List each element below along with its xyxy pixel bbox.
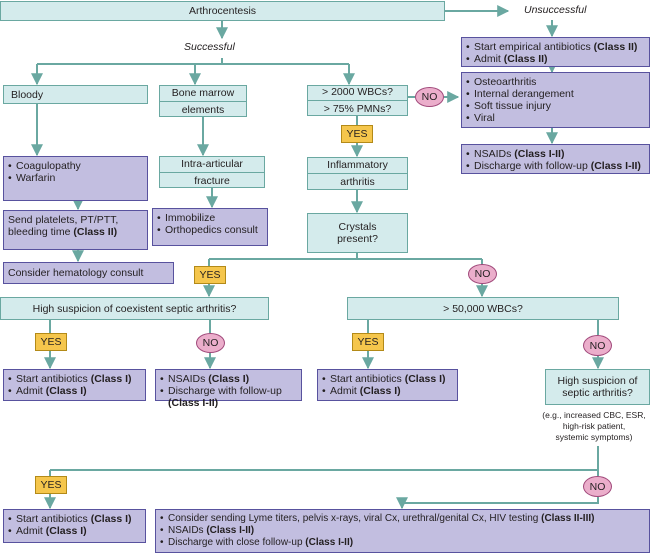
action-item: Discharge with close follow-up (Class I-… [160, 537, 645, 549]
arthrocentesis-box: Arthrocentesis [0, 1, 445, 21]
crystals-line2: present? [337, 233, 378, 245]
wbc-line1: > 2000 WBCs? [322, 86, 393, 98]
action-item: Discharge with follow-up (Class I-II) [466, 160, 645, 172]
arthrocentesis-label: Arthrocentesis [188, 5, 257, 17]
yes-badge-high-suspicion: YES [35, 476, 67, 494]
crystals-box: Crystals present? [307, 213, 408, 253]
high-suspicion-examples: (e.g., increased CBC, ESR, high-risk pat… [538, 410, 650, 443]
hematology-box: Consider hematology consult [3, 262, 174, 284]
coagulopathy-box: Coagulopathy Warfarin [3, 156, 148, 201]
bone-marrow-box: Bone marrow elements [159, 85, 247, 117]
bloody-label: Bloody [11, 88, 44, 101]
unsuccessful-label: Unsuccessful [524, 4, 587, 16]
diagnosis-item: Osteoarthritis [466, 76, 645, 88]
wbc50000-yes-actions-box: Start antibiotics (Class I) Admit (Class… [317, 369, 458, 401]
inflammatory-line1: Inflammatory [327, 159, 388, 171]
action-item: Start antibiotics (Class I) [8, 373, 141, 385]
yes-badge-wbc: YES [341, 125, 373, 143]
divider [308, 100, 407, 101]
labs-class: (Class II) [73, 226, 118, 238]
action-item: Immobilize [157, 212, 263, 224]
action-item: Orthopedics consult [157, 224, 263, 236]
inflammatory-line2: arthritis [340, 176, 375, 188]
hematology-label: Consider hematology consult [8, 267, 144, 279]
no-badge-crystals: NO [468, 264, 497, 284]
action-item: Admit (Class I) [8, 525, 141, 537]
fracture-line2: fracture [194, 174, 230, 187]
no-badge-wbc: NO [415, 87, 444, 107]
wbc-decision-box: > 2000 WBCs? > 75% PMNs? [307, 85, 408, 116]
septic-no-actions-box: NSAIDs (Class I) Discharge with follow-u… [155, 369, 302, 409]
divider [160, 100, 246, 102]
divider [160, 171, 264, 173]
no-badge-wbc50000: NO [583, 335, 612, 356]
action-item: Admit (Class I) [322, 385, 453, 397]
successful-label: Successful [184, 41, 235, 53]
yes-badge-wbc50000: YES [352, 333, 384, 351]
septic-yes-actions-box: Start antibiotics (Class I) Admit (Class… [3, 369, 146, 401]
crystals-line1: Crystals [338, 221, 377, 233]
fracture-box: Intra-articular fracture [159, 156, 265, 188]
wbc-50000-question: > 50,000 WBCs? [443, 302, 523, 315]
example-line: (e.g., increased CBC, ESR, [542, 410, 646, 420]
labs-text: Send platelets, PT/PTT, bleeding time [8, 214, 119, 238]
bone-marrow-line2: elements [181, 103, 225, 116]
final-no-actions-box: Consider sending Lyme titers, pelvis x-r… [155, 509, 650, 553]
action-item: NSAIDs (Class I-II) [160, 525, 645, 537]
action-item: Start antibiotics (Class I) [8, 513, 141, 525]
yes-badge-crystals: YES [194, 266, 226, 284]
yes-badge-septic: YES [35, 333, 67, 351]
divider [308, 173, 407, 174]
labs-box: Send platelets, PT/PTT, bleeding time (C… [3, 210, 148, 250]
action-item: Consider sending Lyme titers, pelvis x-r… [160, 513, 645, 525]
no-badge-high-suspicion: NO [583, 476, 612, 497]
action-item: Start antibiotics (Class I) [322, 373, 453, 385]
cause-item: Coagulopathy [8, 160, 143, 172]
fracture-line1: Intra-articular [181, 157, 243, 170]
coexistent-septic-question: High suspicion of coexistent septic arth… [32, 302, 237, 315]
inflammatory-box: Inflammatory arthritis [307, 157, 408, 190]
nsaids-discharge-box: NSAIDs (Class I-II) Discharge with follo… [461, 144, 650, 174]
noninflammatory-box: Osteoarthritis Internal derangement Soft… [461, 72, 650, 128]
action-item: Start empirical antibiotics (Class II) [466, 41, 645, 53]
unsuccessful-actions-box: Start empirical antibiotics (Class II) A… [461, 37, 650, 67]
high-suspicion-box: High suspicion of septic arthritis? [545, 369, 650, 405]
orthopedics-box: Immobilize Orthopedics consult [152, 208, 268, 246]
high-suspicion-line1: High suspicion of [557, 375, 638, 387]
bone-marrow-line1: Bone marrow [171, 86, 235, 99]
diagnosis-item: Soft tissue injury [466, 100, 645, 112]
diagnosis-item: Internal derangement [466, 88, 645, 100]
action-item: Admit (Class II) [466, 53, 645, 65]
cause-item: Warfarin [8, 172, 143, 184]
bloody-box: Bloody [3, 85, 148, 104]
action-item: NSAIDs (Class I-II) [466, 148, 645, 160]
high-suspicion-line2: septic arthritis? [562, 387, 633, 399]
diagnosis-item: Viral [466, 112, 645, 124]
action-item: Admit (Class I) [8, 385, 141, 397]
action-item: NSAIDs (Class I) [160, 373, 297, 385]
no-badge-septic: NO [196, 333, 225, 353]
final-yes-actions-box: Start antibiotics (Class I) Admit (Class… [3, 509, 146, 543]
coexistent-septic-question-box: High suspicion of coexistent septic arth… [0, 297, 269, 320]
example-line: high-risk patient, [562, 421, 626, 431]
wbc-50000-question-box: > 50,000 WBCs? [347, 297, 619, 320]
example-line: systemic symptoms) [555, 432, 633, 442]
wbc-line2: > 75% PMNs? [323, 103, 392, 115]
action-item: Discharge with follow-up (Class I-II) [160, 385, 297, 409]
